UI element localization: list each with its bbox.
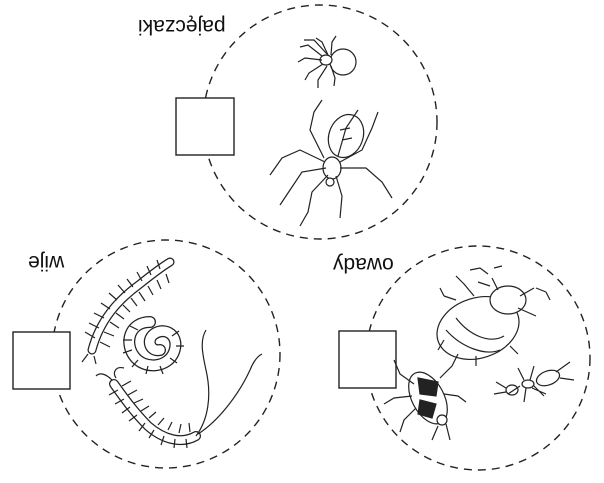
spider-small-icon	[298, 36, 356, 88]
group-label-myriapods: wije	[28, 252, 64, 273]
group-label-insects: owady	[333, 254, 394, 275]
answer-box-spiders[interactable]	[176, 98, 234, 155]
ant-icon	[494, 362, 574, 402]
answer-box-myriapods[interactable]	[13, 332, 70, 389]
group-label-spiders: pajęczaki	[138, 16, 226, 37]
spider-large-icon	[270, 100, 392, 226]
beetle-icon	[429, 266, 550, 370]
answer-box-insects[interactable]	[339, 331, 396, 388]
millipede-coiled-icon	[123, 322, 184, 374]
